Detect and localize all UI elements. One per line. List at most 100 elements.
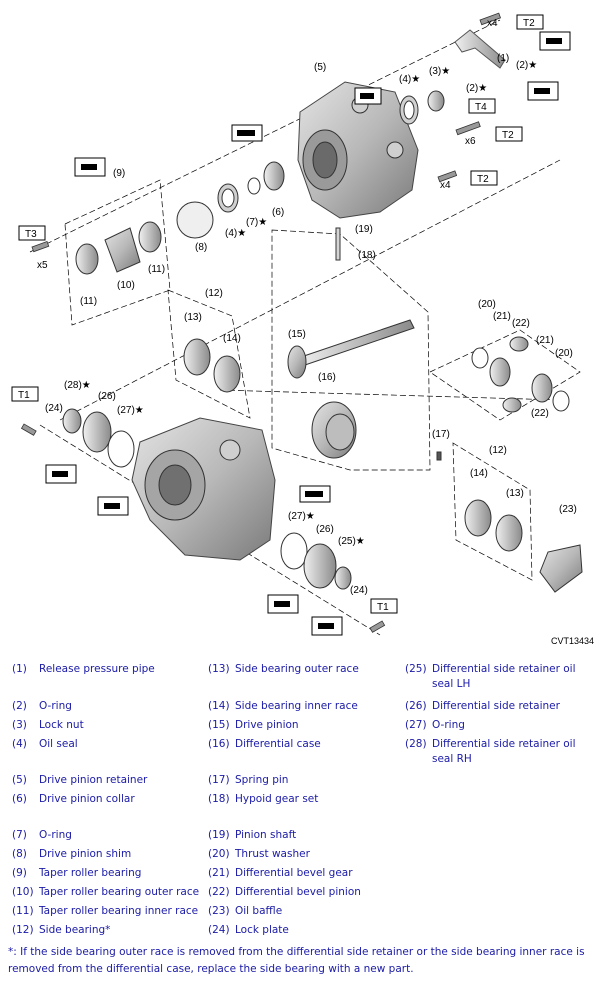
legend-name: Differential side retainer oil seal RH — [432, 738, 576, 765]
legend-number: (19) — [208, 829, 230, 841]
legend-number: (6) — [12, 793, 27, 805]
torque-label: T2 — [502, 130, 514, 141]
legend-number: (22) — [208, 886, 230, 898]
legend-number: (14) — [208, 700, 230, 712]
callout-1: (1) — [497, 53, 509, 64]
legend-number: (27) — [405, 719, 427, 731]
callout-7: (7)★ — [246, 217, 267, 228]
legend-name: Drive pinion retainer — [39, 774, 148, 786]
legend-number: (20) — [208, 848, 230, 860]
callout-15: (15) — [288, 329, 306, 340]
callout-8: (8) — [195, 242, 207, 253]
legend-number: (3) — [12, 719, 27, 731]
callout-24: (24) — [350, 585, 368, 596]
legend-number: (2) — [12, 700, 27, 712]
callout-13: (13) — [184, 312, 202, 323]
callout-12: (12) — [489, 445, 507, 456]
callout-23: (23) — [559, 504, 577, 515]
legend-name: Taper roller bearing outer race — [39, 886, 200, 898]
lubricant-icons — [45, 31, 571, 636]
exploded-view-diagram: T2 T4 T2 T2 T3 T1 T1 x4 x6 x4 x5 (1) (2)… — [11, 12, 583, 636]
legend-number: (5) — [12, 774, 27, 786]
torque-label: T1 — [18, 390, 30, 401]
callout-25: (25)★ — [338, 536, 365, 547]
legend-number: (18) — [208, 793, 230, 805]
legend-name: Oil seal — [39, 738, 78, 750]
legend-name: Differential case — [235, 738, 321, 750]
legend-number: (8) — [12, 848, 27, 860]
figure-code: CVT13434 — [551, 636, 595, 646]
legend-number: (25) — [405, 663, 427, 675]
legend-name: Thrust washer — [235, 848, 310, 860]
oil-baffle-drawing — [539, 544, 583, 593]
callout-11: (11) — [80, 296, 97, 307]
legend-name: Hypoid gear set — [235, 793, 319, 805]
callout-14: (14) — [223, 333, 241, 344]
legend-number: (24) — [208, 924, 230, 936]
callout-10: (10) — [117, 280, 135, 291]
legend-name: Taper roller bearing — [39, 867, 142, 879]
torque-label: T2 — [477, 174, 489, 185]
legend-number: (1) — [12, 663, 27, 675]
callout-22: (22) — [512, 318, 530, 329]
legend-name: O-ring — [432, 719, 465, 731]
transmission-case-drawing — [131, 417, 276, 561]
legend-name: Differential bevel gear — [235, 867, 353, 879]
callout-5: (5) — [314, 62, 326, 73]
bolt-count: x4 — [440, 180, 451, 191]
legend-name: Side bearing outer race — [235, 663, 359, 675]
legend-name: Drive pinion — [235, 719, 299, 731]
bolt-count: x4 — [487, 18, 498, 29]
legend-name: Differential side retainer — [432, 700, 560, 712]
legend-number: (7) — [12, 829, 27, 841]
callout-22: (22) — [531, 408, 549, 419]
legend-name: Release pressure pipe — [39, 663, 155, 675]
release-pressure-pipe-drawing — [454, 29, 506, 69]
callout-12: (12) — [205, 288, 223, 299]
part-callouts: (1) (2)★ (2)★ (3)★ (4)★ (5) (6) (7)★ (4)… — [45, 53, 577, 596]
callout-4: (4)★ — [399, 74, 420, 85]
bolt-count: x5 — [37, 260, 48, 271]
legend-name: Oil baffle — [235, 905, 283, 917]
callout-26: (26) — [316, 524, 334, 535]
callout-20: (20) — [555, 348, 573, 359]
legend-name: Side bearing inner race — [235, 700, 358, 712]
callout-21: (21) — [536, 335, 554, 346]
callout-6: (6) — [272, 207, 284, 218]
legend-number: (16) — [208, 738, 230, 750]
legend-number: (26) — [405, 700, 427, 712]
legend-number: (21) — [208, 867, 230, 879]
torque-boxes: T2 T4 T2 T2 T3 T1 T1 — [11, 14, 544, 614]
footnote: *: If the side bearing outer race is rem… — [8, 946, 585, 975]
callout-27: (27)★ — [288, 511, 315, 522]
callout-2: (2)★ — [466, 83, 487, 94]
callout-16: (16) — [318, 372, 336, 383]
callout-18: (18) — [358, 250, 376, 261]
callout-24: (24) — [45, 403, 63, 414]
bolts — [20, 12, 502, 633]
callout-3: (3)★ — [429, 66, 450, 77]
callout-26: (26) — [98, 391, 116, 402]
legend-number: (17) — [208, 774, 230, 786]
callout-17: (17) — [432, 429, 450, 440]
callout-13: (13) — [506, 488, 524, 499]
legend-number: (28) — [405, 738, 427, 750]
legend-name: Lock plate — [235, 924, 289, 936]
callout-21: (21) — [493, 311, 511, 322]
legend-number: (12) — [12, 924, 34, 936]
drive-pinion-and-diff-case-drawing — [287, 227, 442, 461]
callout-20: (20) — [478, 299, 496, 310]
torque-label: T2 — [523, 18, 535, 29]
legend-name: Drive pinion collar — [39, 793, 135, 805]
legend-name: Pinion shaft — [235, 829, 297, 841]
legend-number: (11) — [12, 905, 34, 917]
torque-label: T3 — [25, 229, 37, 240]
legend-number: (10) — [12, 886, 34, 898]
legend-name: Lock nut — [39, 719, 84, 731]
legend-name: Taper roller bearing inner race — [39, 905, 199, 917]
torque-label: T4 — [475, 102, 487, 113]
legend-name: Drive pinion shim — [39, 848, 132, 860]
callout-14: (14) — [470, 468, 488, 479]
legend-number: (9) — [12, 867, 27, 879]
bolt-count: x6 — [465, 136, 476, 147]
